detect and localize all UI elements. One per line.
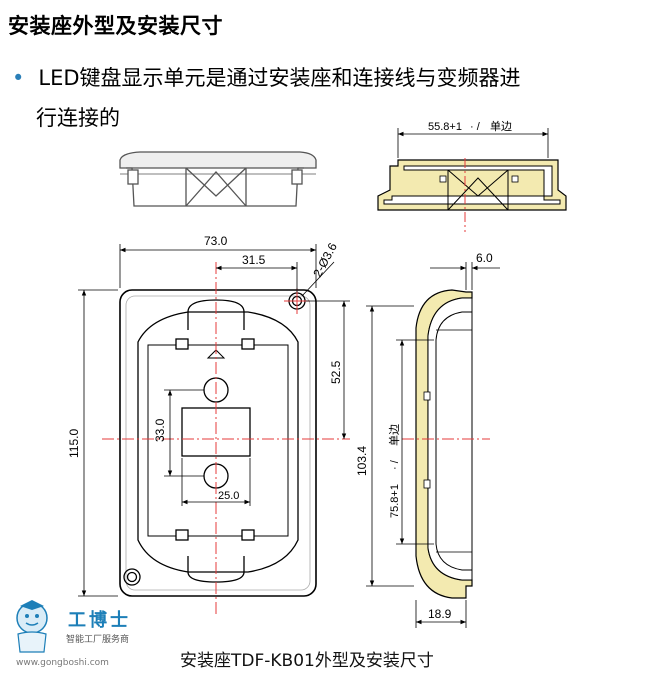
- dim-top-width: 55.8+1 · / 单边: [397, 120, 549, 158]
- watermark-tagline: 智能工厂服务商: [66, 635, 130, 645]
- dim-width-73-label: 73.0: [204, 234, 228, 248]
- dim-width-25: [181, 458, 251, 506]
- dim-side-75-8: [396, 339, 434, 545]
- dim-side-18-9-label: 18.9: [428, 607, 452, 621]
- svg-text:· /: · /: [389, 459, 401, 470]
- side-view: [402, 289, 490, 599]
- front-centerlines: [102, 262, 350, 614]
- dim-height-52-5: [306, 300, 350, 439]
- bullet-line-2: 行连接的: [36, 106, 120, 130]
- mascot-logo-icon: [16, 600, 48, 653]
- dim-side-103-4: [366, 305, 414, 587]
- dim-width-31-5: [216, 262, 298, 292]
- dim-width-73: [119, 244, 317, 288]
- dim-height-115: [78, 289, 118, 597]
- front-view: [119, 289, 317, 597]
- dim-height-52-5-label: 52.5: [329, 360, 343, 384]
- top-cross-section: [377, 158, 567, 232]
- dim-top-width-note: 单边: [490, 120, 512, 133]
- dim-side-18-9: [415, 600, 467, 628]
- dim-side-75-8-note: 单边: [388, 424, 401, 446]
- dim-side-75-8-label: 75.8+1: [389, 484, 401, 518]
- watermark-brand: 工博士: [68, 610, 131, 631]
- bullet-line-1: LED键盘显示单元是通过安装座和连接线与变频器进: [38, 66, 521, 90]
- dim-side-103-4-label: 103.4: [355, 446, 369, 476]
- bullet-dot-icon: •: [12, 66, 25, 90]
- figure-caption: 安装座TDF-KB01外型及安装尺寸: [180, 651, 434, 671]
- svg-text:· /: · /: [470, 121, 481, 133]
- page-title: 安装座外型及安装尺寸: [8, 14, 223, 38]
- dim-side-6-label: 6.0: [476, 251, 493, 265]
- dim-width-25-label: 25.0: [218, 490, 239, 502]
- watermark-url: www.gongboshi.com: [16, 658, 109, 668]
- dim-height-33-label: 33.0: [153, 418, 167, 442]
- dim-height-33: [164, 389, 204, 477]
- dim-side-6: [430, 262, 500, 290]
- watermark: 工博士 智能工厂服务商 www.gongboshi.com: [8, 598, 138, 674]
- bullet-paragraph: • LED键盘显示单元是通过安装座和连接线与变频器进 行连接的: [8, 58, 648, 138]
- top-profile-view: [119, 151, 317, 207]
- dim-width-31-5-label: 31.5: [242, 253, 266, 267]
- dim-hole-label: 2-Ø3.6: [310, 240, 340, 279]
- dim-height-115-label: 115.0: [67, 429, 81, 458]
- dim-top-width-label: 55.8+1: [428, 121, 462, 133]
